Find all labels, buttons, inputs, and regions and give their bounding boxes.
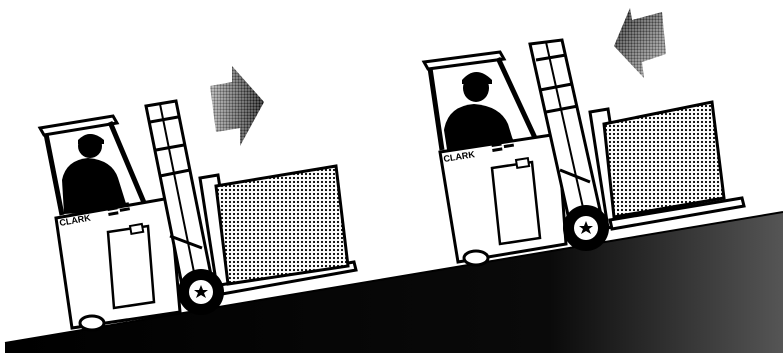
load-box bbox=[216, 166, 348, 284]
front-wheel bbox=[178, 269, 224, 315]
rear-wheel bbox=[464, 251, 488, 265]
arrow-right-icon bbox=[210, 66, 264, 146]
arrow-up-left-icon bbox=[614, 8, 666, 78]
front-wheel bbox=[563, 205, 609, 251]
rear-wheel bbox=[80, 316, 104, 330]
load-box bbox=[604, 102, 724, 217]
